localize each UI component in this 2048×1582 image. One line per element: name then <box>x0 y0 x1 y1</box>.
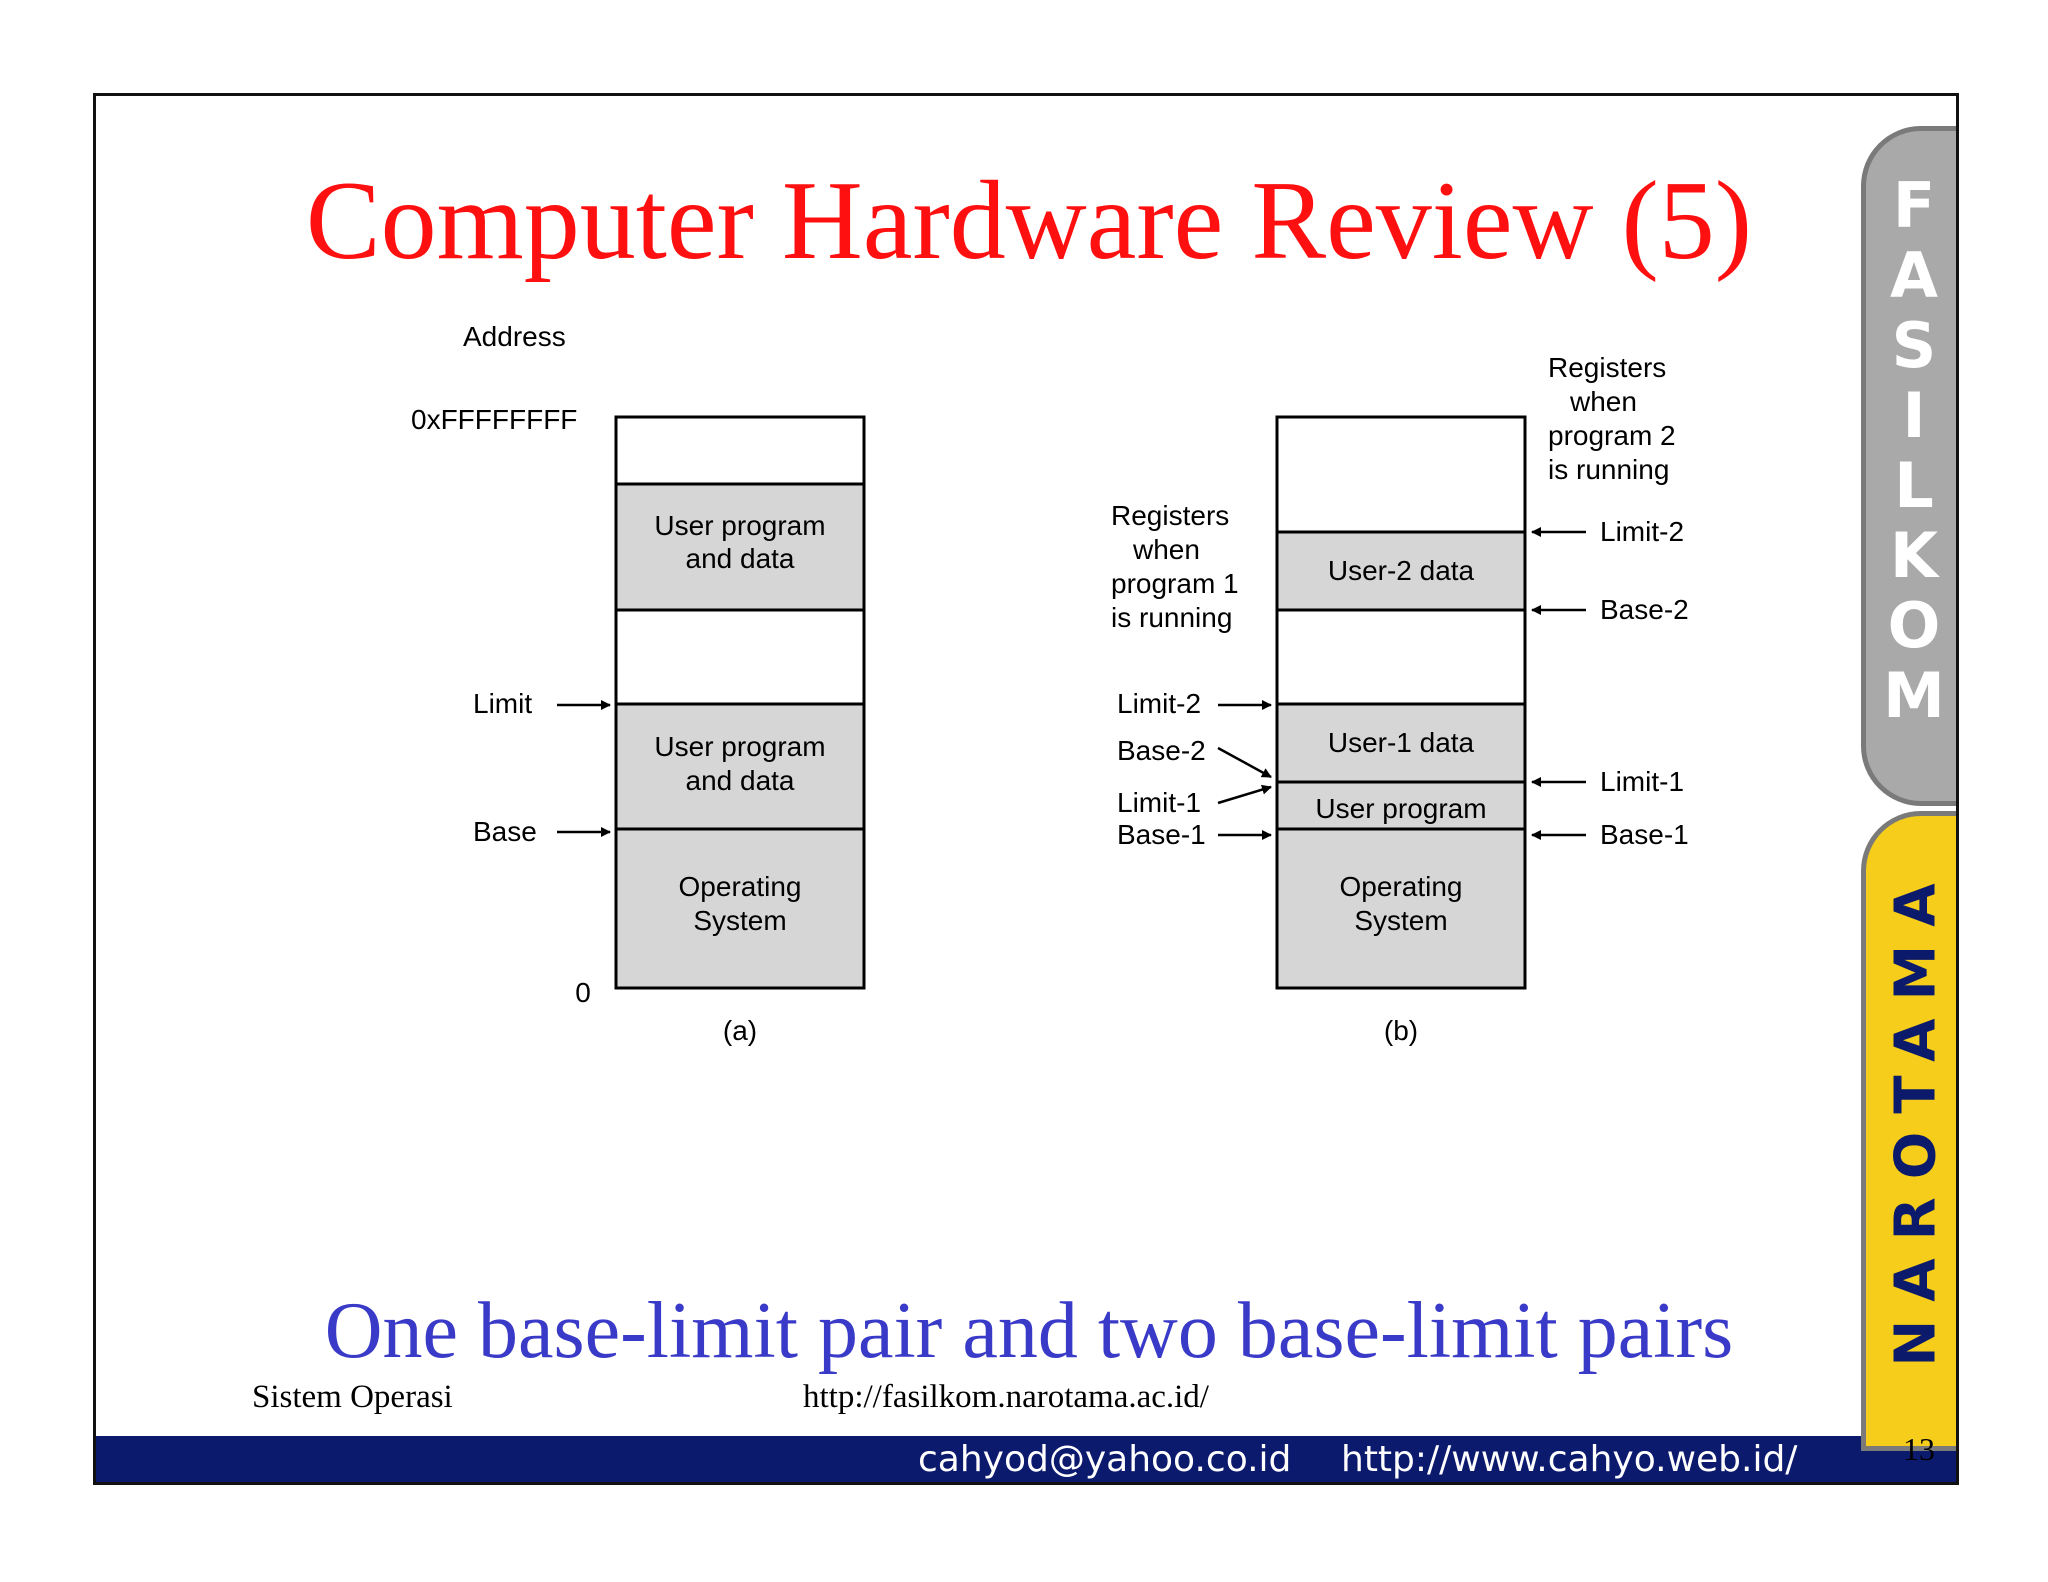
fasilkom-letter: A <box>1890 239 1938 312</box>
os-text-b-1: Operating <box>1340 871 1463 902</box>
left-limit1-label: Limit-1 <box>1117 787 1201 818</box>
user1-data-block <box>1275 702 1527 784</box>
footer-course: Sistem Operasi <box>252 1379 453 1415</box>
fasilkom-tab: F A S I L K O M <box>1861 126 1956 806</box>
user1-data-text: User-1 data <box>1328 727 1475 758</box>
footer-email[interactable]: cahyod@yahoo.co.id <box>918 1439 1292 1480</box>
memory-diagram: Address 0xFFFFFFFF 0 User program and da… <box>411 321 1689 1046</box>
slide-subtitle: One base-limit pair and two base-limit p… <box>324 1287 1734 1375</box>
reg1-text-4: is running <box>1111 602 1232 633</box>
user-program-block-b <box>1275 780 1527 835</box>
block-top-text-1: User program <box>654 510 825 541</box>
right-limit1-label: Limit-1 <box>1600 766 1684 797</box>
footer-url[interactable]: http://fasilkom.narotama.ac.id/ <box>803 1379 1209 1415</box>
user2-data-text: User-2 data <box>1328 555 1475 586</box>
os-block-b <box>1275 827 1527 990</box>
fasilkom-letter: K <box>1889 519 1939 592</box>
reg2-text-2: when <box>1569 386 1637 417</box>
caption-b: (b) <box>1384 1015 1418 1046</box>
right-base1-label: Base-1 <box>1600 819 1689 850</box>
bottom-address-label: 0 <box>575 977 591 1008</box>
fasilkom-letter: S <box>1891 309 1937 382</box>
left-limit1-arrow <box>1217 784 1272 805</box>
caption-a: (a) <box>723 1015 757 1046</box>
slide: Computer Hardware Review (5) Address 0xF… <box>93 93 1959 1485</box>
page-number: 13 <box>1903 1431 1935 1467</box>
os-block-a <box>614 827 866 990</box>
reg1-text-2: when <box>1132 534 1200 565</box>
top-address-label: 0xFFFFFFFF <box>411 404 577 435</box>
os-text-a-2: System <box>693 905 786 936</box>
fasilkom-letter: O <box>1887 589 1941 662</box>
user2-data-block <box>1275 530 1527 612</box>
left-base2-label: Base-2 <box>1117 735 1206 766</box>
block-top-text-2: and data <box>686 543 795 574</box>
reg2-text-4: is running <box>1548 454 1669 485</box>
os-text-a-1: Operating <box>679 871 802 902</box>
address-label: Address <box>463 321 566 352</box>
reg1-text-3: program 1 <box>1111 568 1239 599</box>
left-limit2-label: Limit-2 <box>1117 688 1201 719</box>
left-base2-arrow <box>1217 746 1272 779</box>
right-limit2-label: Limit-2 <box>1600 516 1684 547</box>
limit-label: Limit <box>473 688 532 719</box>
right-base2-label: Base-2 <box>1600 594 1689 625</box>
narotama-text: NAROTAMA <box>1883 865 1949 1367</box>
bottom-bar <box>96 1436 1956 1482</box>
left-base1-label: Base-1 <box>1117 819 1206 850</box>
block-mid-text-1: User program <box>654 731 825 762</box>
fasilkom-letter: M <box>1883 659 1945 732</box>
reg1-text-1: Registers <box>1111 500 1229 531</box>
base-label: Base <box>473 816 537 847</box>
user-program-block-mid <box>614 702 866 832</box>
fasilkom-letter: I <box>1902 379 1926 452</box>
slide-title: Computer Hardware Review (5) <box>305 159 1753 283</box>
footer-website[interactable]: http://www.cahyo.web.id/ <box>1341 1439 1798 1480</box>
narotama-tab: NAROTAMA <box>1861 811 1956 1451</box>
fasilkom-letter: L <box>1894 449 1934 522</box>
os-text-b-2: System <box>1354 905 1447 936</box>
reg2-text-1: Registers <box>1548 352 1666 383</box>
block-mid-text-2: and data <box>686 765 795 796</box>
reg2-text-3: program 2 <box>1548 420 1676 451</box>
user-program-text-b: User program <box>1315 793 1486 824</box>
fasilkom-letter: F <box>1892 169 1936 242</box>
user-program-block-top <box>614 482 866 612</box>
